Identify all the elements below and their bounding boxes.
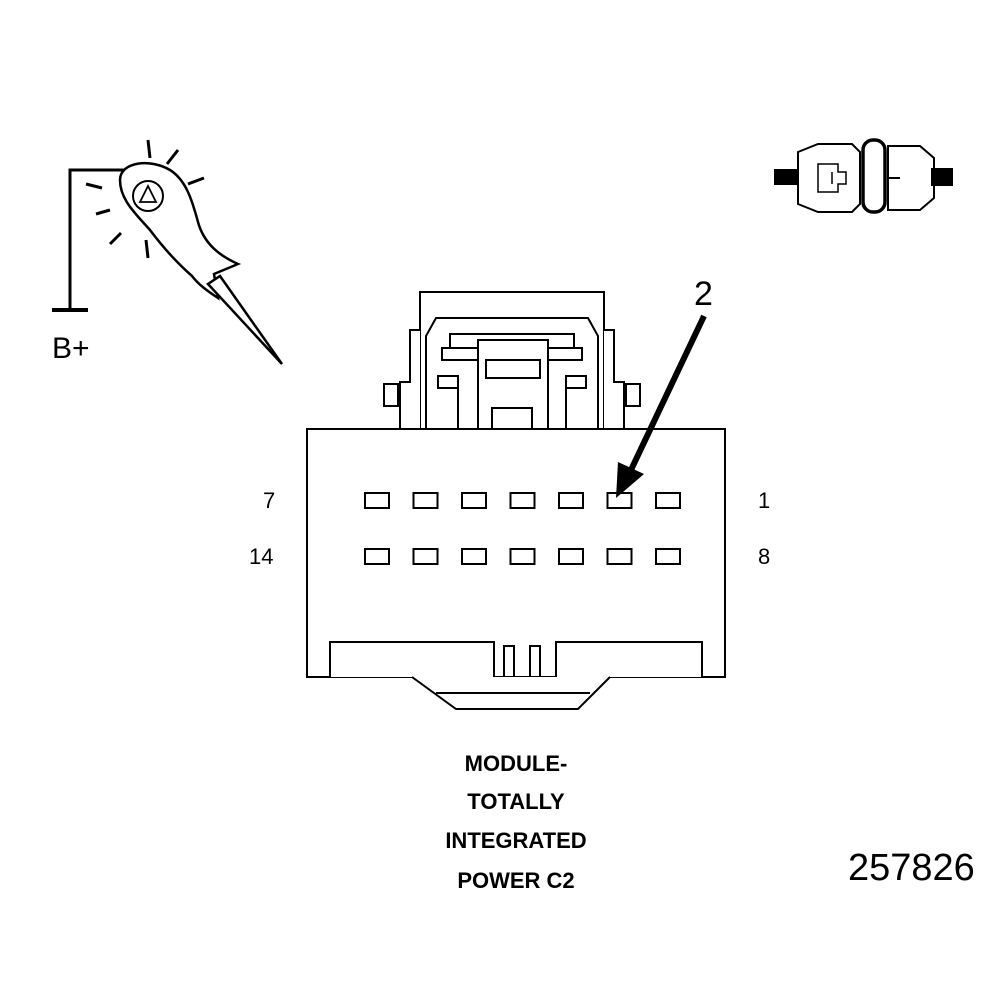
pin-cavity-9 xyxy=(606,548,633,565)
pin-cavity-3 xyxy=(558,492,584,509)
pin-cavity-2 xyxy=(606,492,633,509)
pin-cavity-4 xyxy=(509,492,536,509)
pin-cavity-6 xyxy=(412,492,439,509)
light-rays xyxy=(85,139,205,259)
connector-caption: MODULE- TOTALLY INTEGRATED POWER C2 xyxy=(445,751,586,893)
pin-cavity-14 xyxy=(364,548,390,565)
supply-label: B+ xyxy=(52,332,90,365)
harness-connector-icon xyxy=(774,138,953,214)
pin-cavity-1 xyxy=(655,492,681,509)
caption-line-1: MODULE- xyxy=(465,751,568,776)
pin-cavity-7 xyxy=(364,492,390,509)
test-light-icon xyxy=(85,139,284,365)
pin-cavity-12 xyxy=(461,548,487,565)
pin-label-1: 1 xyxy=(758,488,770,513)
ground-symbol-icon xyxy=(52,168,136,312)
pin-label-8: 8 xyxy=(758,544,770,569)
caption-line-4: POWER C2 xyxy=(457,868,574,893)
pin-cavity-5 xyxy=(461,492,487,509)
pin-label-7: 7 xyxy=(263,488,275,513)
pin-cavity-8 xyxy=(655,548,681,565)
pin-cavity-11 xyxy=(509,548,536,565)
caption-line-3: INTEGRATED xyxy=(445,828,586,853)
pin-cavity-10 xyxy=(558,548,584,565)
caption-line-2: TOTALLY xyxy=(467,789,565,814)
pin-cavities xyxy=(364,492,681,565)
callout-arrow xyxy=(616,314,707,498)
pin-label-14: 14 xyxy=(249,544,273,569)
callout-number: 2 xyxy=(694,275,713,313)
pin-cavity-13 xyxy=(412,548,439,565)
figure-number: 257826 xyxy=(848,847,975,889)
